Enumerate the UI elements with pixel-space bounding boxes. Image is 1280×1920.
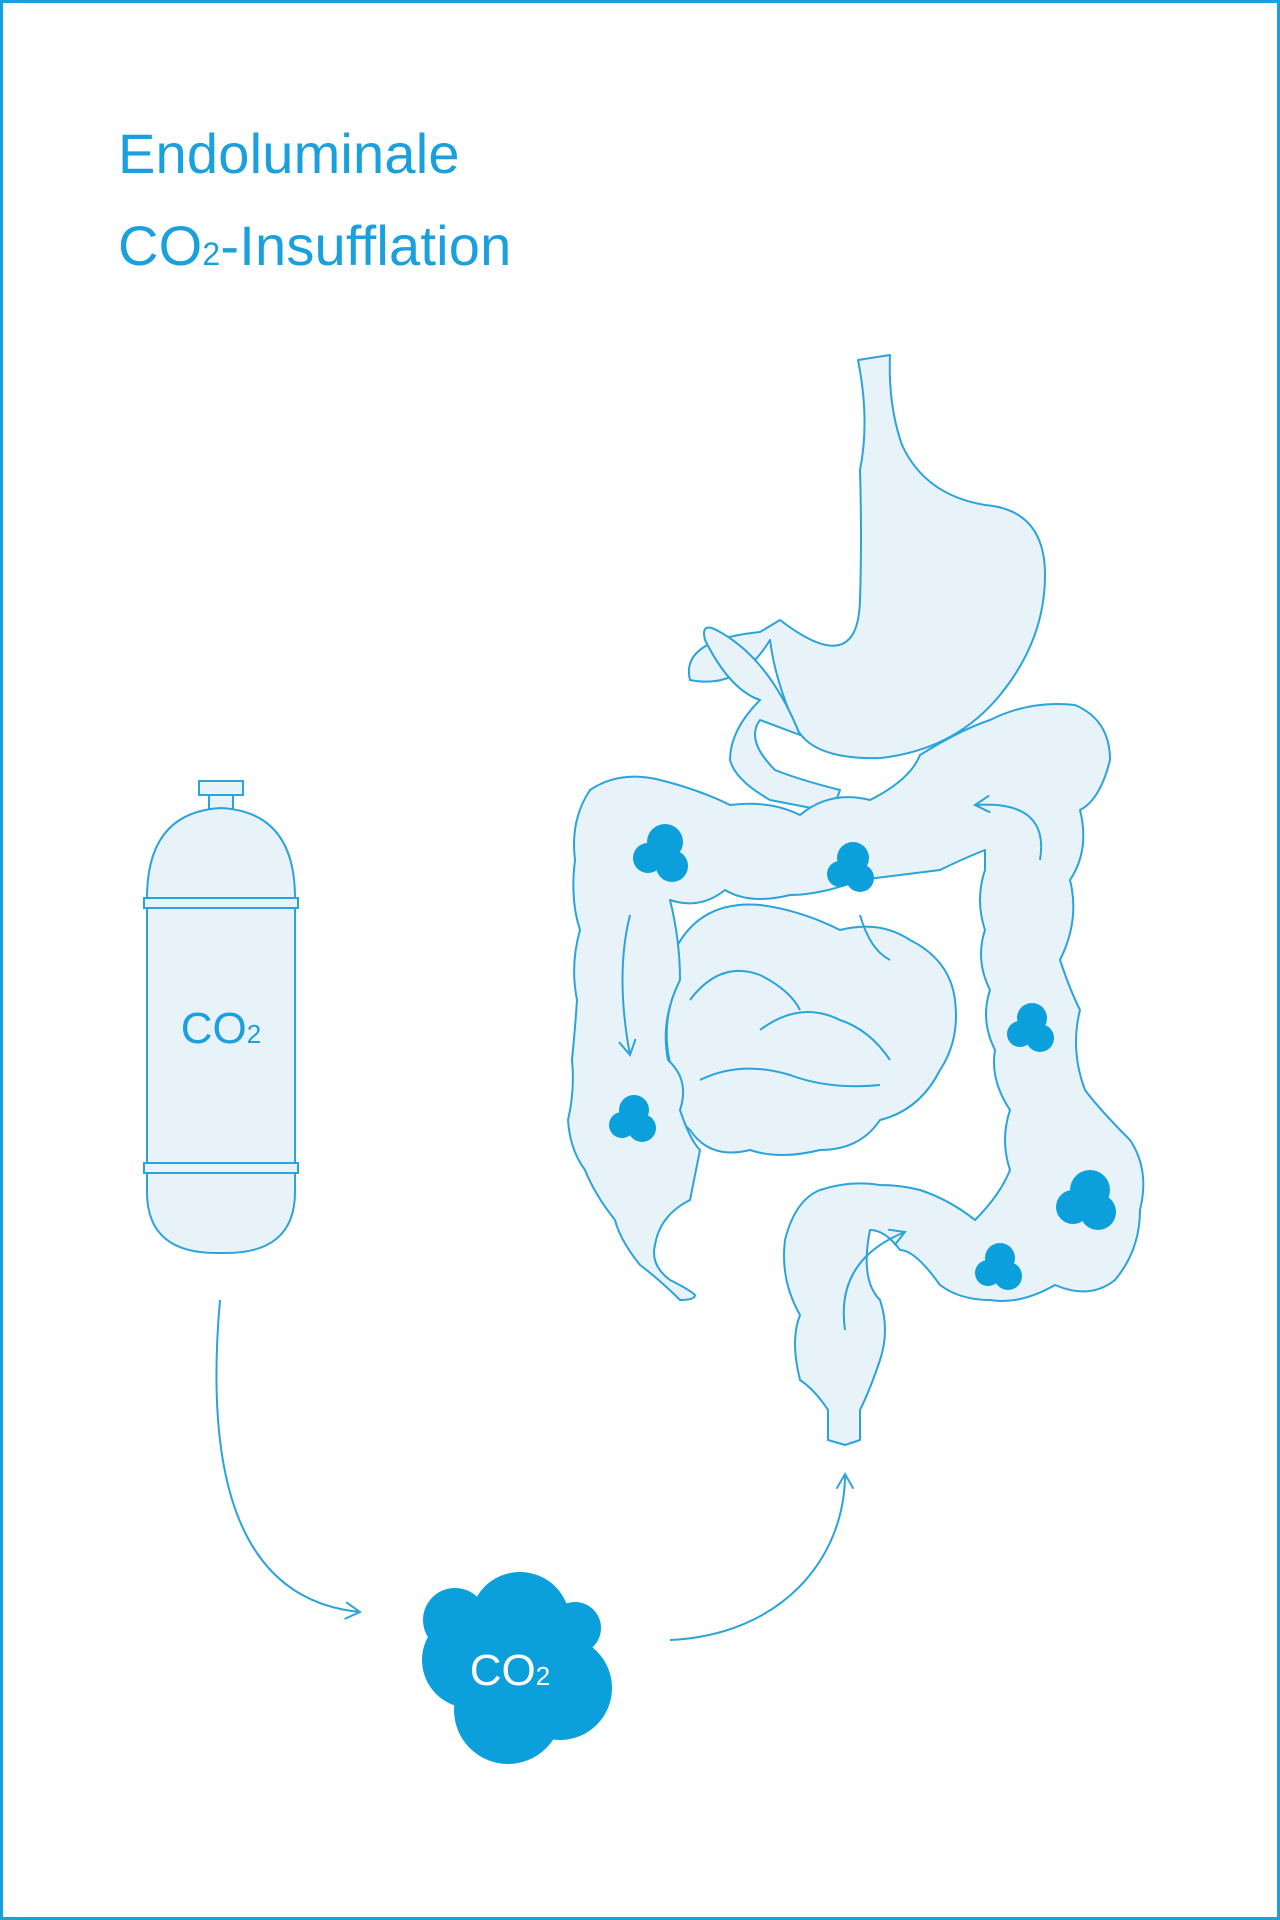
co2-cylinder-icon: CO2 (143, 780, 299, 1255)
intestinal-fold (699, 1067, 881, 1088)
title-line-1: Endoluminale (118, 122, 460, 185)
digestive-tract-illustration (567, 354, 1145, 1446)
intestinal-fold (859, 914, 891, 961)
co2-cloud-icon: CO2 (422, 1572, 612, 1764)
flow-arrow-icon (618, 914, 637, 1057)
gas-bubble-icon (1007, 1003, 1054, 1052)
gas-bubble-icon (633, 824, 688, 882)
title-subscript: 2 (202, 236, 221, 272)
duodenum (703, 626, 841, 813)
cylinder-label: CO2 (181, 1004, 261, 1053)
cylinder-label-sub: 2 (247, 1019, 261, 1049)
gas-bubble-icon (609, 1095, 656, 1142)
cloud-label-main: CO (470, 1646, 536, 1695)
flow-arrow-icon (215, 1299, 363, 1620)
flow-arrow-icon (669, 1471, 854, 1641)
cylinder-label-main: CO (181, 1004, 247, 1053)
gas-bubble-icon (827, 842, 874, 892)
stomach (687, 354, 1046, 760)
gas-bubble-icon (1056, 1170, 1116, 1230)
gas-bubble-icon (975, 1243, 1022, 1290)
cloud-label: CO2 (470, 1646, 550, 1695)
page-title: Endoluminale CO2-Insufflation (118, 108, 511, 300)
gas-bubbles (609, 824, 1116, 1290)
intestinal-fold (759, 1011, 891, 1061)
intestinal-fold (689, 969, 801, 1011)
flow-arrow-icon (972, 795, 1043, 861)
small-intestine (665, 903, 957, 1156)
flow-arrow-icon (842, 1228, 907, 1331)
title-co: CO (118, 214, 203, 277)
cloud-label-sub: 2 (536, 1661, 550, 1691)
title-rest: -Insufflation (220, 214, 512, 277)
title-line-2: CO2-Insufflation (118, 200, 511, 300)
